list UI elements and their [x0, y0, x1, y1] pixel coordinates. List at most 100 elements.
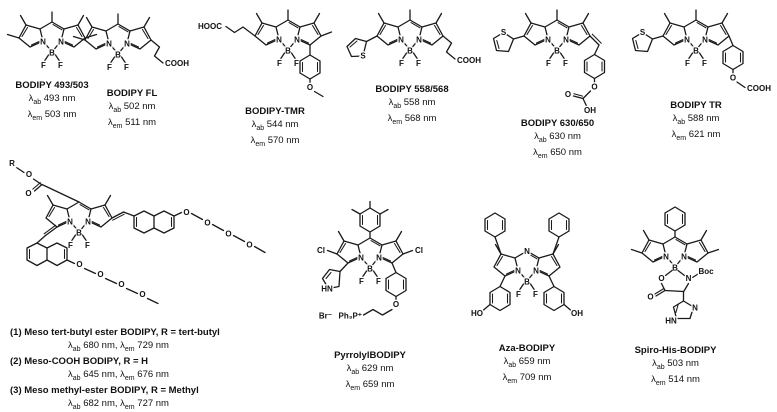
- cooh-label: COOH: [747, 84, 771, 93]
- o-atom: O: [139, 290, 145, 299]
- boc-label: Boc: [698, 267, 714, 276]
- o-atom: O: [204, 219, 210, 228]
- pyrrole-ring: [321, 262, 349, 290]
- substituents: [492, 9, 606, 107]
- structure-pyrrolyl-bodipy: Cl Cl HN O Ph₃P⁺ Br⁻: [316, 200, 424, 322]
- structure-bodipy-630-650: S O O OH: [492, 9, 606, 116]
- hn-label: HN: [321, 285, 333, 294]
- top-phenyl-groups: [484, 212, 570, 255]
- spiro-lactone-ring: [654, 269, 699, 297]
- ho-label: HO: [471, 309, 483, 318]
- lambda-em-line: λem 650 nm: [533, 146, 582, 160]
- meso-n-atom: N: [524, 247, 530, 256]
- variant-lambda-line: λab 680 nm, λem 729 nm: [68, 340, 169, 354]
- lambda-ab-line: λab 502 nm: [108, 100, 156, 114]
- hydroxyphenyl-groups: [482, 275, 572, 312]
- lambda-em-line: λem 568 nm: [387, 112, 437, 126]
- compound-name: Aza-BODIPY: [498, 343, 556, 354]
- lambda-ab-line: λab 493 nm: [28, 92, 76, 106]
- substituents: [72, 13, 164, 64]
- s-atom: S: [640, 28, 646, 37]
- cooh-label: COOH: [165, 59, 189, 68]
- o-atom: O: [307, 83, 313, 92]
- compound-spiro-his-bodipy: O N Boc O N HN Spiro-His-BODIPY λab 503 …: [608, 203, 743, 388]
- variant-name: (2) Meso-COOH BODIPY, R = H: [10, 355, 149, 367]
- compound-name: PyrrolylBODIPY: [334, 350, 406, 361]
- lambda-ab-line: λab 503 nm: [652, 357, 699, 371]
- cl-atom: Cl: [415, 246, 423, 255]
- structure-meso-bodipy: R O O O O O O O O O O: [7, 158, 266, 305]
- upper-naphthalene-arm: [110, 210, 266, 254]
- hn-label: HN: [665, 317, 677, 326]
- lambda-ab-line: λab 558 nm: [388, 96, 436, 110]
- cooh-label: COOH: [457, 56, 481, 65]
- o-atom: O: [647, 293, 653, 302]
- lambda-em-line: λem 503 nm: [27, 108, 77, 122]
- o-atom: O: [658, 274, 664, 283]
- compound-bodipy-tr: S O COOH BODIPY TR λab 588 nm λem 621 nm: [616, 6, 776, 143]
- lambda-em-line: λem 511 nm: [107, 116, 157, 130]
- phosphonium-chain: [362, 262, 407, 316]
- meso-phenyl: [630, 206, 720, 254]
- lambda-ab-line: λab 629 nm: [346, 362, 394, 376]
- structure-spiro-his-bodipy: O N Boc O N HN: [630, 206, 720, 327]
- cl-atom: Cl: [317, 246, 325, 255]
- chloro-substituents: [326, 249, 414, 255]
- bromide-label: Br⁻: [319, 312, 332, 321]
- n-atom: N: [692, 304, 698, 313]
- s-atom: S: [501, 28, 507, 37]
- lambda-em-line: λem 570 nm: [250, 134, 300, 148]
- compound-pyrrolyl-bodipy: Cl Cl HN O Ph₃P⁺ Br⁻ PyrrolylBODIPY λab …: [300, 200, 440, 393]
- o-atom: O: [97, 270, 103, 279]
- o-atom: O: [25, 170, 31, 179]
- lambda-ab-line: λab 630 nm: [534, 130, 581, 144]
- o-atom: O: [565, 90, 571, 99]
- oh-label: OH: [571, 309, 583, 318]
- o-atom: O: [246, 241, 252, 250]
- variant-name: (3) Meso methyl-ester BODIPY, R = Methyl: [10, 384, 199, 396]
- mesityl-group: [351, 200, 389, 239]
- o-atom: O: [393, 300, 399, 309]
- compound-bodipy-558-568: S COOH BODIPY 558/568 λab 558 nm λem 568…: [336, 6, 488, 127]
- variant-lambda-line: λab 682 nm, λem 727 nm: [68, 398, 169, 412]
- lambda-em-line: λem 621 nm: [671, 128, 721, 142]
- compound-name: BODIPY 493/503: [15, 80, 89, 91]
- compound-name: BODIPY 558/568: [375, 84, 449, 95]
- structure-bodipy-tmr: HOOC O: [197, 9, 333, 98]
- lambda-ab-line: λab 544 nm: [251, 118, 299, 132]
- hooc-label: HOOC: [198, 22, 222, 31]
- lambda-ab-line: λab 588 nm: [672, 112, 720, 126]
- oh-label: OH: [584, 106, 596, 115]
- o-atom: O: [118, 280, 124, 289]
- o-atom: O: [76, 260, 82, 269]
- compound-bodipy-fl: COOH BODIPY FL λab 502 nm λem 511 nm: [66, 6, 198, 131]
- lambda-ab-line: λab 659 nm: [503, 355, 551, 369]
- substituents: [225, 9, 333, 98]
- o-atom: O: [225, 230, 231, 239]
- substituents: [346, 9, 456, 60]
- meso-ester-group: [15, 166, 80, 203]
- variant-lambda-line: λab 645 nm, λem 676 nm: [68, 369, 169, 383]
- substituents: [631, 9, 746, 89]
- structure-aza-bodipy: N HO OH: [470, 212, 585, 319]
- compound-aza-bodipy: N HO OH Aza-BODIPY λab 659 nm λem 709 nm: [452, 203, 602, 386]
- compound-bodipy-tmr: HOOC O BODIPY-TMR λab 544 nm λem 570 nm: [196, 6, 354, 149]
- meso-variant-list: (1) Meso tert-butyl ester BODIPY, R = te…: [10, 326, 310, 412]
- o-atom: O: [591, 83, 597, 92]
- n-atom: N: [686, 274, 692, 283]
- compound-meso-bodipy: R O O O O O O O O O O: [2, 152, 300, 324]
- compound-name: BODIPY FL: [106, 88, 158, 99]
- lambda-em-line: λem 709 nm: [502, 371, 552, 385]
- imidazole-ring: [672, 290, 695, 320]
- variant-name: (1) Meso tert-butyl ester BODIPY, R = te…: [10, 327, 220, 338]
- phosphonium-label: Ph₃P⁺: [339, 312, 362, 321]
- o-atom: O: [730, 74, 736, 83]
- compound-name: BODIPY-TMR: [245, 106, 305, 117]
- s-atom: S: [360, 52, 366, 61]
- structure-bodipy-558-568: S COOH: [346, 9, 483, 70]
- lambda-em-line: λem 659 nm: [345, 378, 395, 392]
- compound-name: Spiro-His-BODIPY: [634, 345, 717, 356]
- lower-naphthalene-arm: [25, 224, 159, 305]
- structure-bodipy-tr: S O COOH: [631, 9, 773, 94]
